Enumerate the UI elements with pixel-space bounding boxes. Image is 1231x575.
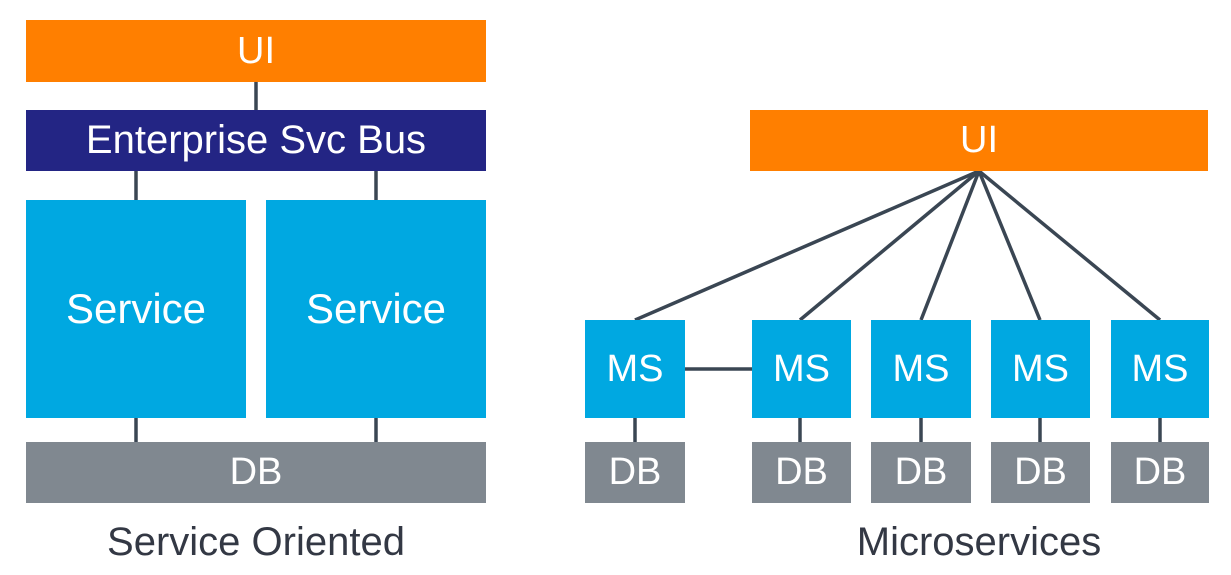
microservices-ui-box: UI (750, 110, 1208, 171)
ms-db-box-5: DB (1111, 442, 1209, 503)
ms-box-2: MS (752, 320, 851, 418)
ms-label-1: MS (606, 347, 664, 390)
soa-db-label: DB (229, 451, 283, 493)
ms-box-5: MS (1111, 320, 1209, 418)
ms-db-label-4: DB (1014, 451, 1067, 493)
service-oriented-caption: Service Oriented (107, 520, 405, 564)
soa-db-box: DB (26, 442, 486, 503)
soa-service-box-2: Service (266, 200, 486, 418)
ms-db-label-2: DB (775, 451, 828, 493)
ui-to-ms-3-connector (919, 170, 981, 321)
soa-service-label-1: Service (65, 285, 207, 332)
ms-box-1: MS (585, 320, 685, 418)
soa-ui-box: UI (26, 20, 486, 82)
ms-label-2: MS (773, 347, 830, 390)
ms-db-box-1: DB (585, 442, 685, 503)
ms-box-3: MS (871, 320, 971, 418)
soa-service-box-1: Service (26, 200, 246, 418)
ms-db-box-4: DB (991, 442, 1090, 503)
ui-to-ms-4-connector (977, 170, 1042, 321)
microservices-ui-label: UI (960, 119, 998, 161)
ms-db-label-1: DB (608, 451, 662, 493)
enterprise-service-bus-box: Enterprise Svc Bus (26, 110, 486, 171)
ms-db-box-2: DB (752, 442, 851, 503)
soa-service-label-2: Service (305, 285, 447, 332)
ms-db-box-3: DB (871, 442, 971, 503)
ms-label-3: MS (892, 347, 950, 390)
ui-to-ms-2-connector (798, 169, 981, 322)
ms-label-5: MS (1131, 347, 1189, 390)
ms-db-label-5: DB (1133, 451, 1187, 493)
ms-label-4: MS (1012, 347, 1069, 390)
ui-to-ms-5-connector (977, 169, 1162, 322)
ms-db-label-3: DB (894, 451, 948, 493)
ui-to-ms-1-connector (634, 169, 980, 322)
microservices-caption: Microservices (856, 520, 1102, 564)
ms-box-4: MS (991, 320, 1090, 418)
enterprise-service-bus-label: Enterprise Svc Bus (85, 118, 427, 162)
soa-ui-label: UI (237, 29, 275, 72)
